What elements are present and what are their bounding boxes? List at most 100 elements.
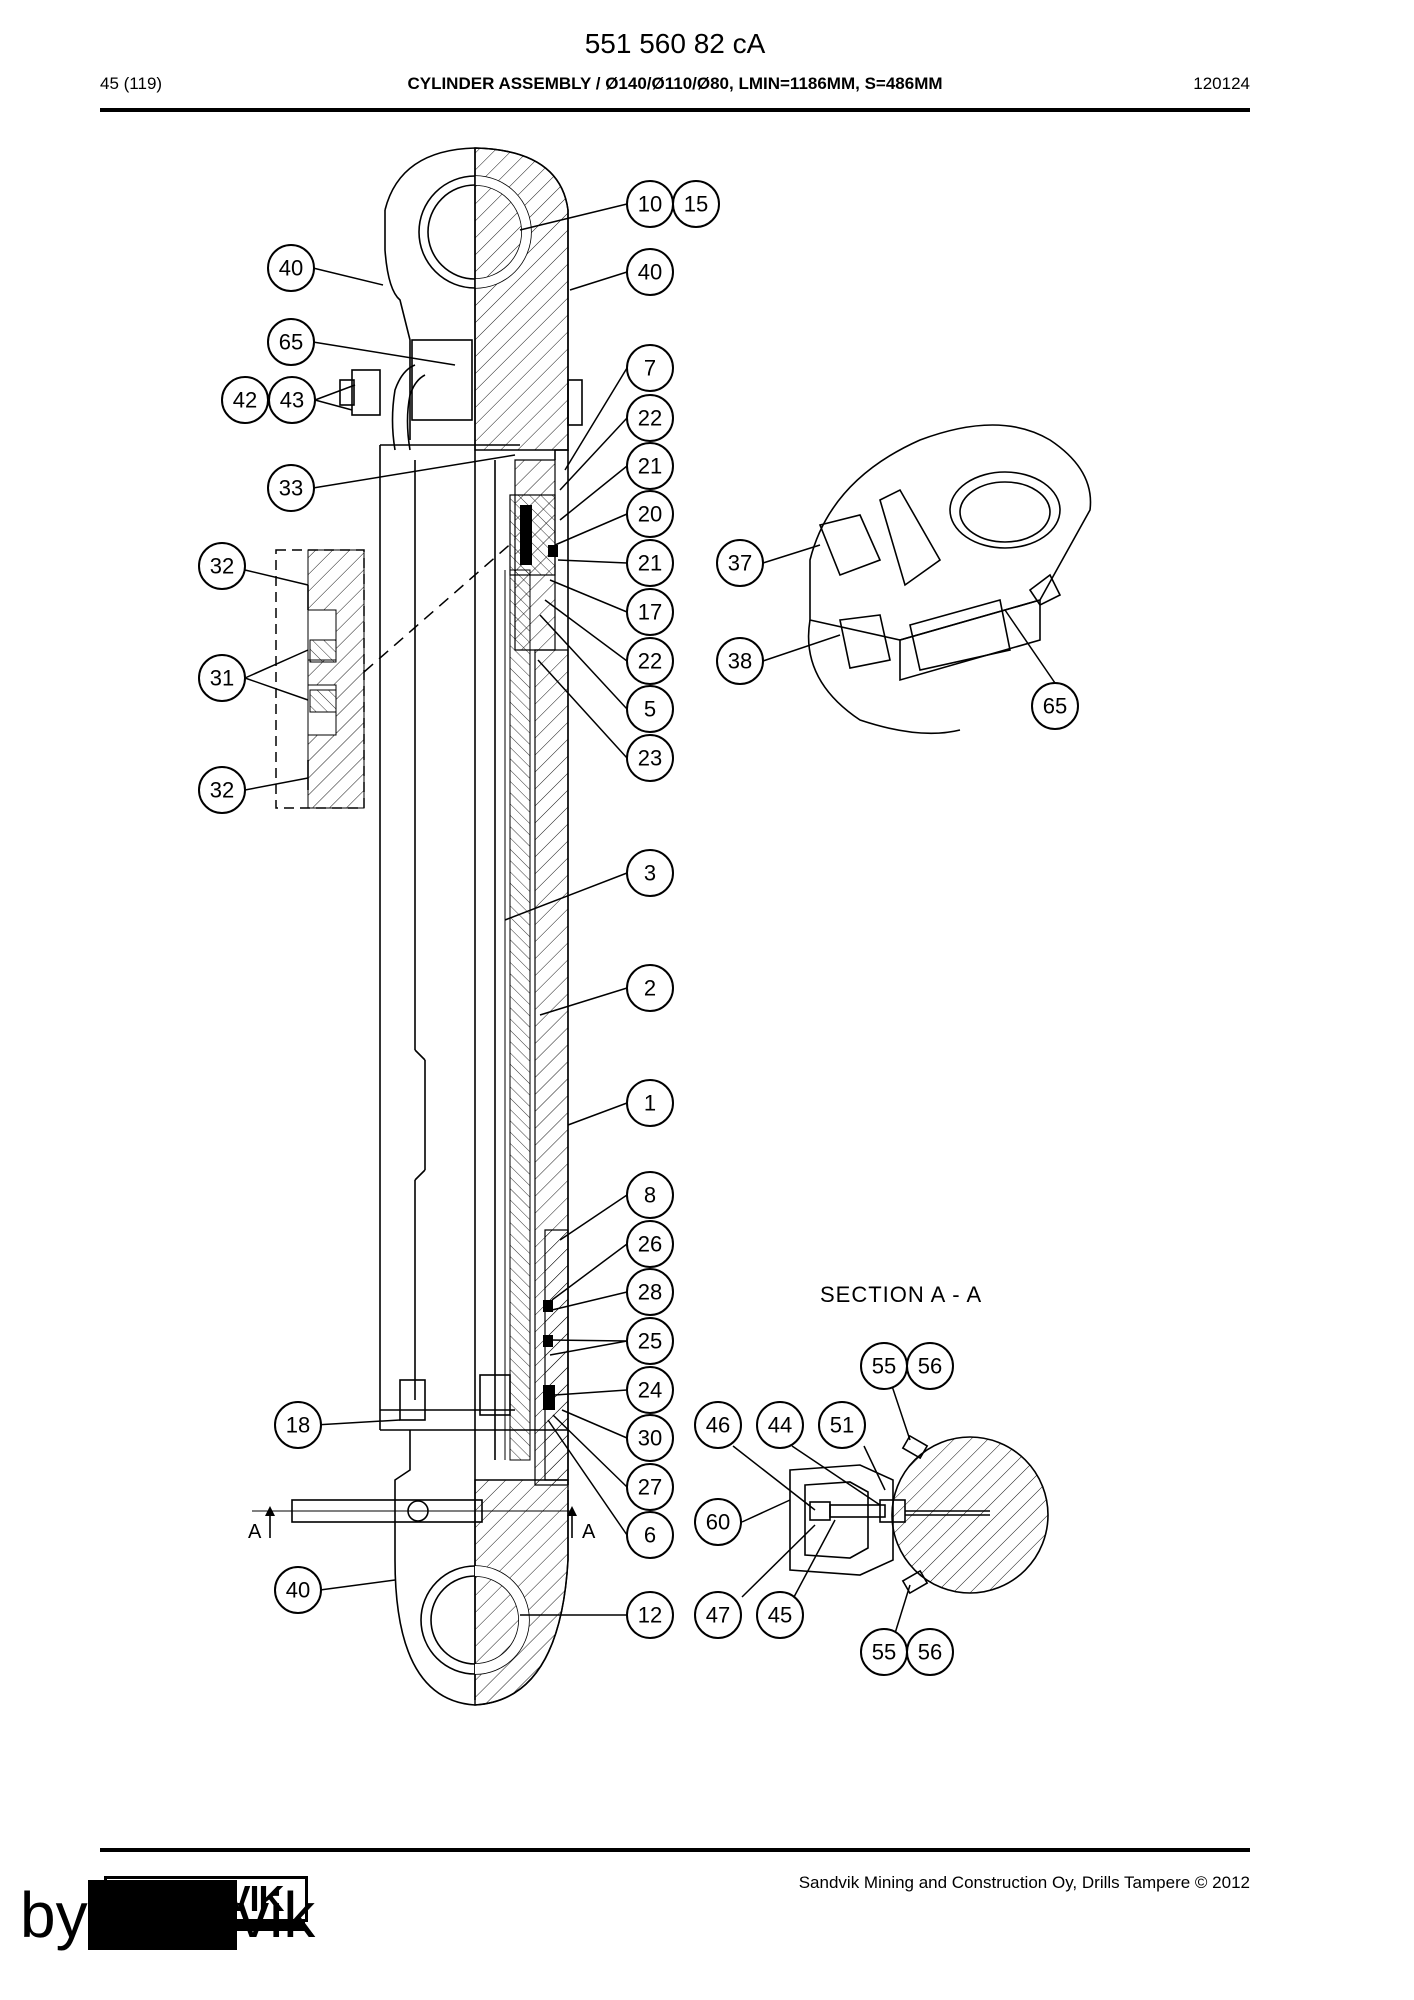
callout-55-top: 55 [860,1342,908,1390]
svg-text:31: 31 [210,666,234,691]
callout-40-top-left: 40 [267,244,315,292]
callout-15: 15 [672,180,720,228]
svg-text:65: 65 [1043,694,1067,719]
callout-31: 31 [198,654,246,702]
callout-26: 26 [626,1220,674,1268]
callout-46: 46 [694,1401,742,1449]
leader-lines [244,203,1056,1644]
svg-text:5: 5 [644,697,656,722]
header-rule [100,108,1250,112]
section-marker-left: A [248,1521,262,1543]
svg-text:30: 30 [638,1426,662,1451]
callout-1: 1 [626,1079,674,1127]
callout-56-top: 56 [906,1342,954,1390]
svg-text:32: 32 [210,778,234,803]
callout-60: 60 [694,1498,742,1546]
by-prefix: by [20,1879,88,1951]
svg-text:18: 18 [286,1413,310,1438]
callouts-section: 55 56 46 44 51 60 47 45 55 56 [694,1342,954,1676]
callout-25: 25 [626,1317,674,1365]
svg-text:1: 1 [644,1091,656,1116]
svg-text:55: 55 [872,1640,896,1665]
callout-37: 37 [716,539,764,587]
document-number: 551 560 82 cA [584,28,766,59]
svg-text:33: 33 [279,476,303,501]
callout-2: 2 [626,964,674,1012]
svg-text:25: 25 [638,1329,662,1354]
svg-text:24: 24 [638,1378,662,1403]
callout-30: 30 [626,1414,674,1462]
callout-42: 42 [221,376,269,424]
svg-text:20: 20 [638,502,662,527]
svg-text:15: 15 [684,192,708,217]
svg-text:42: 42 [233,388,257,413]
svg-text:40: 40 [279,256,303,281]
callout-3: 3 [626,849,674,897]
svg-text:21: 21 [638,454,662,479]
svg-text:37: 37 [728,551,752,576]
svg-text:17: 17 [638,600,662,625]
svg-text:22: 22 [638,649,662,674]
svg-text:65: 65 [279,330,303,355]
callout-38: 38 [716,637,764,685]
callout-65-main: 65 [267,318,315,366]
callout-21-b: 21 [626,539,674,587]
svg-text:26: 26 [638,1232,662,1257]
svg-text:21: 21 [638,551,662,576]
callout-47: 47 [694,1591,742,1639]
callout-21-a: 21 [626,442,674,490]
svg-text:46: 46 [706,1413,730,1438]
svg-text:45: 45 [768,1603,792,1628]
callout-65-iso: 65 [1031,682,1079,730]
by-suffix: vik [237,1879,316,1951]
svg-text:47: 47 [706,1603,730,1628]
section-a-a-label: SECTION A - A [820,1282,983,1307]
callout-7: 7 [626,344,674,392]
svg-text:27: 27 [638,1475,662,1500]
svg-text:40: 40 [286,1578,310,1603]
callout-32-bottom: 32 [198,766,246,814]
callout-23: 23 [626,734,674,782]
callout-18: 18 [274,1401,322,1449]
callout-45: 45 [756,1591,804,1639]
svg-text:22: 22 [638,406,662,431]
section-a-a-view [789,1434,1049,1595]
callout-32-top: 32 [198,542,246,590]
callout-43: 43 [268,376,316,424]
callout-44: 44 [756,1401,804,1449]
copyright-text: Sandvik Mining and Construction Oy, Dril… [798,1873,1250,1892]
svg-text:60: 60 [706,1510,730,1535]
callout-12: 12 [626,1591,674,1639]
svg-text:7: 7 [644,356,656,381]
callouts-main: 10 15 40 40 65 42 43 7 22 21 20 21 17 22… [198,180,720,1639]
callout-22-a: 22 [626,394,674,442]
callout-51: 51 [818,1401,866,1449]
svg-text:3: 3 [644,861,656,886]
callout-33: 33 [267,464,315,512]
svg-text:2: 2 [644,976,656,1001]
callout-5: 5 [626,685,674,733]
svg-text:8: 8 [644,1183,656,1208]
callout-24: 24 [626,1366,674,1414]
callout-27: 27 [626,1463,674,1511]
svg-text:12: 12 [638,1603,662,1628]
section-marker-right: A [582,1521,596,1543]
callout-8: 8 [626,1171,674,1219]
svg-text:6: 6 [644,1523,656,1548]
document-date: 120124 [1193,74,1250,93]
callout-17: 17 [626,588,674,636]
callout-55-bottom: 55 [860,1628,908,1676]
by-redacted: Sand [87,1879,238,1951]
svg-text:56: 56 [918,1640,942,1665]
svg-text:44: 44 [768,1413,792,1438]
svg-text:40: 40 [638,260,662,285]
callout-6: 6 [626,1511,674,1559]
svg-text:10: 10 [638,192,662,217]
svg-text:32: 32 [210,554,234,579]
callout-22-b: 22 [626,637,674,685]
callout-40-top-right: 40 [626,248,674,296]
footer-rule [100,1848,1250,1852]
svg-text:38: 38 [728,649,752,674]
callout-10: 10 [626,180,674,228]
